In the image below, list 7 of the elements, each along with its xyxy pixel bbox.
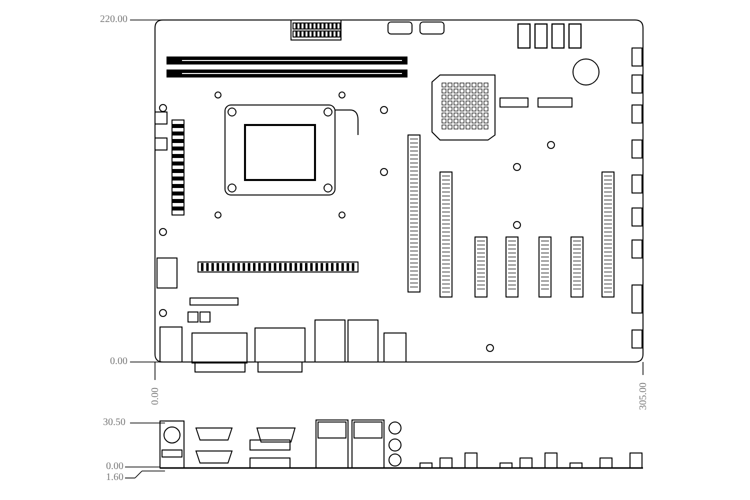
dimension-label: 0.00 bbox=[150, 388, 161, 405]
dimension-label: 0.00 bbox=[110, 356, 128, 367]
dimension-label: 0.00 bbox=[106, 461, 124, 472]
dimension-label: 1.60 bbox=[106, 472, 124, 483]
dimension-label: 30.50 bbox=[103, 417, 126, 428]
dimension-label: 305.00 bbox=[638, 382, 649, 410]
dimension-label: 220.00 bbox=[100, 14, 128, 25]
